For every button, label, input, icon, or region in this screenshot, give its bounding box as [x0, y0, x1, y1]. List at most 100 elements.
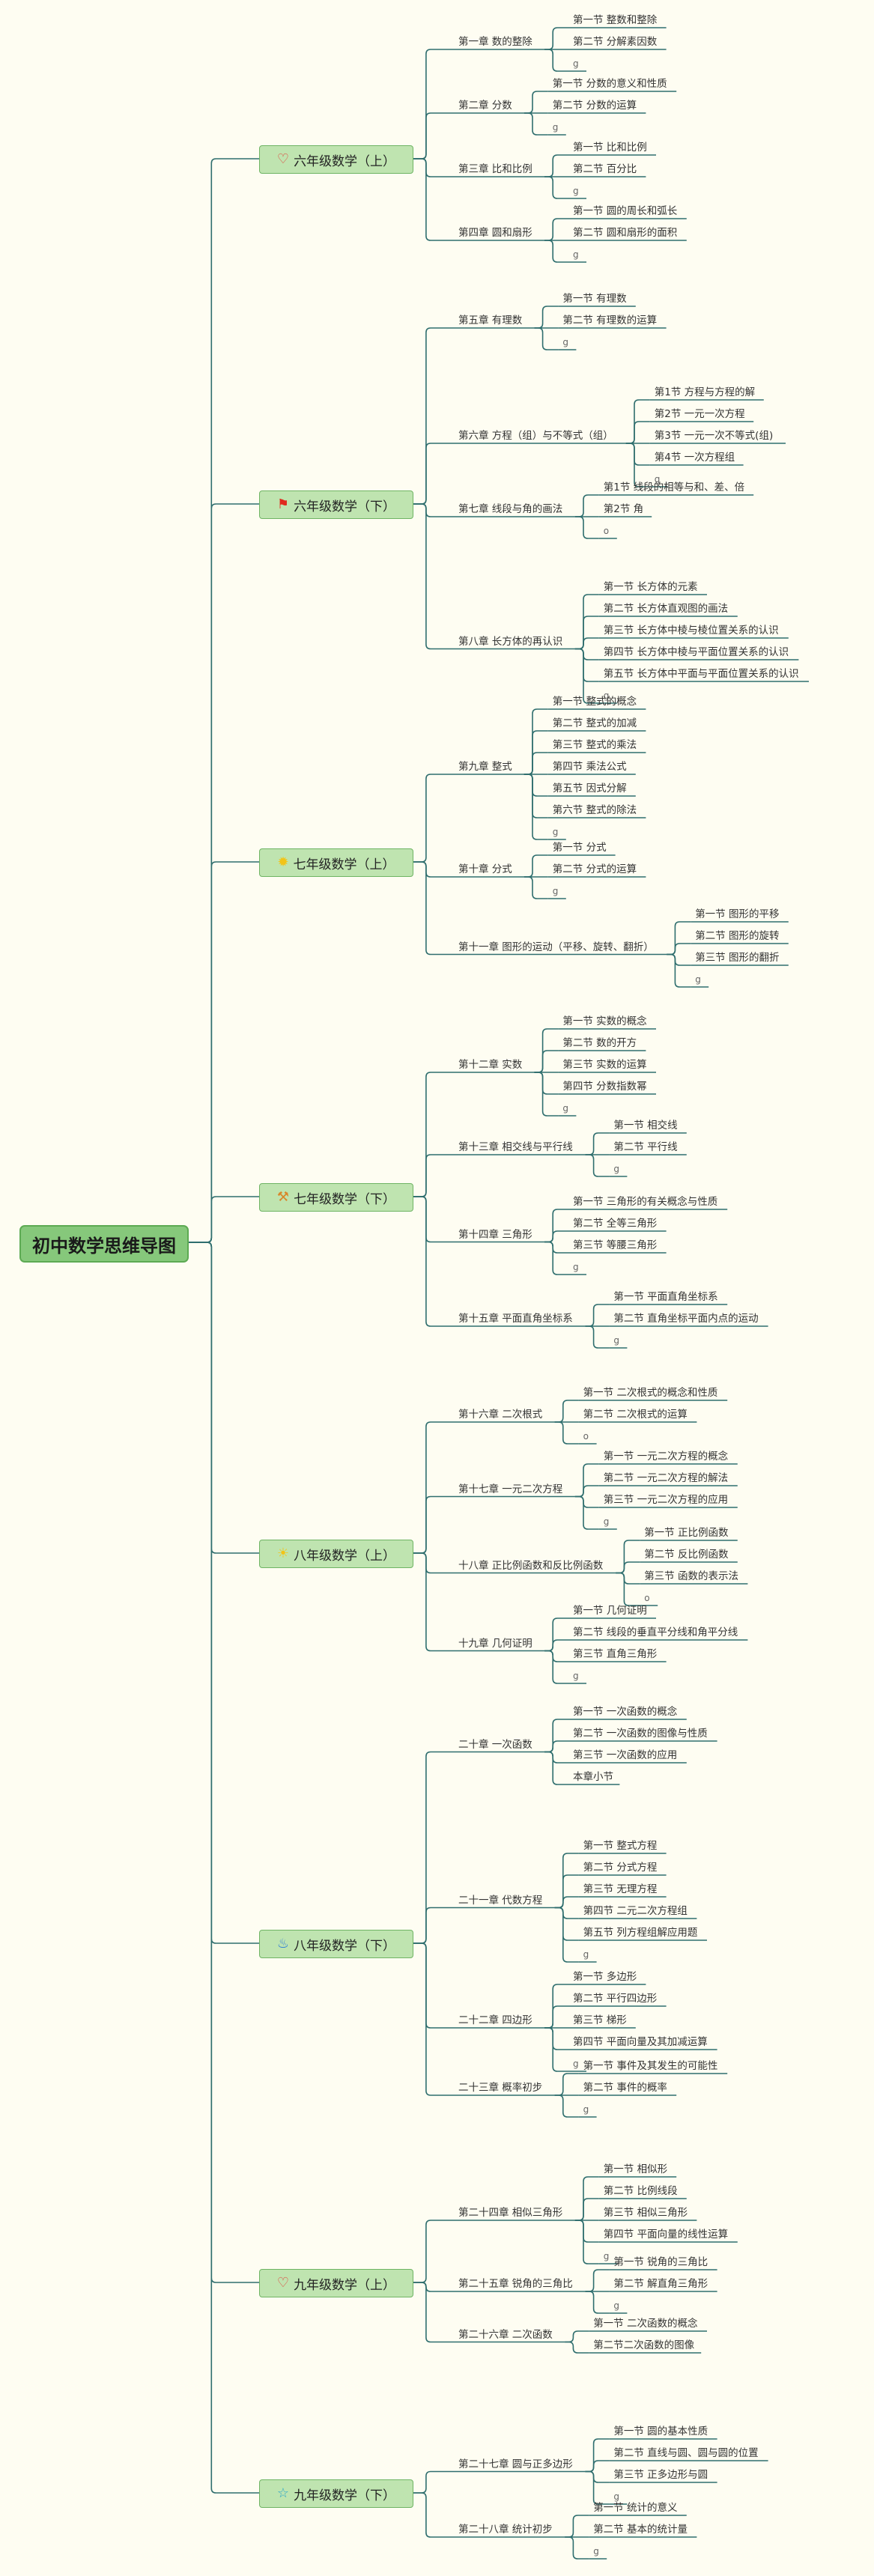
section-node[interactable]: 第一节 二次函数的概念 [593, 2318, 698, 2330]
section-node[interactable]: g [603, 2251, 610, 2261]
section-node[interactable]: g [603, 690, 610, 701]
section-node[interactable]: 第二节 一元二次方程的解法 [603, 1472, 729, 1484]
section-node[interactable]: 第一节 统计的意义 [593, 2502, 678, 2514]
section-node[interactable]: 第一节 相似形 [603, 2163, 668, 2175]
section-node[interactable]: 第三节 整式的乘法 [552, 739, 637, 751]
chapter-node[interactable]: 第七章 线段与角的画法 [458, 503, 563, 515]
section-node[interactable]: 第二节 有理数的运算 [562, 315, 658, 326]
section-node[interactable]: g [654, 474, 661, 484]
section-node[interactable]: g [613, 2491, 620, 2502]
section-node[interactable]: 第三节 一次函数的应用 [573, 1749, 678, 1761]
section-node[interactable]: 第1节 线段的相等与和、差、倍 [603, 482, 745, 493]
section-node[interactable]: 第五节 列方程组解应用题 [583, 1927, 698, 1939]
chapter-node[interactable]: 第十三章 相交线与平行线 [458, 1141, 573, 1153]
section-node[interactable]: 第二节 直角坐标平面内点的运动 [613, 1313, 759, 1325]
section-node[interactable]: 第一节 二次根式的概念和性质 [583, 1387, 718, 1399]
section-node[interactable]: 第五节 长方体中平面与平面位置关系的认识 [603, 668, 799, 680]
chapter-node[interactable]: 第八章 长方体的再认识 [458, 635, 563, 648]
section-node[interactable]: 第一节 事件及其发生的可能性 [583, 2060, 718, 2072]
grade-node[interactable]: ♨八年级数学（下） [259, 1930, 413, 1958]
chapter-node[interactable]: 第五章 有理数 [458, 315, 523, 326]
section-node[interactable]: g [552, 886, 559, 896]
chapter-node[interactable]: 二十一章 代数方程 [458, 1894, 543, 1907]
section-node[interactable]: 第三节 一元二次方程的应用 [603, 1494, 729, 1506]
chapter-node[interactable]: 第二十四章 相似三角形 [458, 2207, 563, 2219]
section-node[interactable]: 第二节 基本的统计量 [593, 2524, 688, 2536]
section-node[interactable]: g [695, 974, 701, 985]
grade-node[interactable]: ⚑六年级数学（下） [259, 490, 413, 519]
grade-node[interactable]: ♡九年级数学（上） [259, 2269, 413, 2297]
section-node[interactable]: 第一节 整式的概念 [552, 696, 637, 708]
section-node[interactable]: g [573, 58, 579, 69]
section-node[interactable]: 第2节 一元一次方程 [654, 408, 745, 420]
section-node[interactable]: 第一节 圆的周长和弧长 [573, 205, 678, 217]
section-node[interactable]: 第三节 相似三角形 [603, 2207, 688, 2219]
section-node[interactable]: 第三节 图形的翻折 [695, 952, 780, 964]
section-node[interactable]: 第一节 三角形的有关概念与性质 [573, 1196, 718, 1208]
section-node[interactable]: 第1节 方程与方程的解 [654, 386, 756, 398]
section-node[interactable]: 第三节 等腰三角形 [573, 1239, 658, 1251]
section-node[interactable]: 第二节 长方体直观图的画法 [603, 603, 729, 615]
section-node[interactable]: 第2节 角 [603, 503, 644, 515]
section-node[interactable]: g [573, 1671, 579, 1681]
section-node[interactable]: 第二节 解直角三角形 [613, 2278, 708, 2290]
root-node[interactable]: 初中数学思维导图 [19, 1225, 189, 1263]
section-node[interactable]: 第四节 平面向量及其加减运算 [573, 2036, 708, 2048]
chapter-node[interactable]: 第十四章 三角形 [458, 1228, 532, 1241]
section-node[interactable]: 第一节 图形的平移 [695, 908, 780, 920]
section-node[interactable]: g [613, 1164, 620, 1174]
section-node[interactable]: 第二节 分式的运算 [552, 863, 637, 875]
chapter-node[interactable]: 第三章 比和比例 [458, 163, 532, 175]
section-node[interactable]: 第二节 反比例函数 [644, 1549, 729, 1561]
section-node[interactable]: 第二节 分式方程 [583, 1862, 658, 1874]
section-node[interactable]: 第一节 锐角的三角比 [613, 2256, 708, 2268]
chapter-node[interactable]: 二十三章 概率初步 [458, 2082, 543, 2094]
section-node[interactable]: 第4节 一次方程组 [654, 452, 735, 464]
section-node[interactable]: g [603, 1516, 610, 1527]
section-node[interactable]: o [603, 526, 610, 536]
section-node[interactable]: g [613, 1335, 620, 1346]
section-node[interactable]: g [583, 2104, 589, 2115]
section-node[interactable]: 第三节 长方体中棱与棱位置关系的认识 [603, 625, 779, 637]
section-node[interactable]: 第三节 直角三角形 [573, 1648, 658, 1660]
chapter-node[interactable]: 第二章 分数 [458, 100, 512, 112]
section-node[interactable]: 第一节 实数的概念 [562, 1015, 647, 1027]
chapter-node[interactable]: 第二十五章 锐角的三角比 [458, 2278, 573, 2290]
section-node[interactable]: g [573, 2059, 579, 2069]
chapter-node[interactable]: 第十章 分式 [458, 863, 512, 875]
section-node[interactable]: 第一节 圆的基本性质 [613, 2425, 708, 2437]
chapter-node[interactable]: 二十二章 四边形 [458, 2014, 532, 2026]
section-node[interactable]: g [613, 2300, 620, 2311]
section-node[interactable]: 第二节 平行线 [613, 1141, 678, 1153]
section-node[interactable]: 第二节 二次根式的运算 [583, 1409, 688, 1421]
chapter-node[interactable]: 第十五章 平面直角坐标系 [458, 1313, 573, 1325]
chapter-node[interactable]: 第二十六章 二次函数 [458, 2328, 553, 2341]
section-node[interactable]: 第二节 百分比 [573, 163, 637, 175]
grade-node[interactable]: ☆九年级数学（下） [259, 2479, 413, 2508]
section-node[interactable]: 第一节 比和比例 [573, 142, 647, 154]
section-node[interactable]: 第二节 数的开方 [562, 1037, 637, 1049]
section-node[interactable]: g [573, 1262, 579, 1272]
section-node[interactable]: 第二节 平行四边形 [573, 1993, 658, 2005]
section-node[interactable]: 第四节 二元二次方程组 [583, 1905, 688, 1917]
section-node[interactable]: 本章小节 [573, 1771, 613, 1783]
section-node[interactable]: 第四节 平面向量的线性运算 [603, 2229, 729, 2241]
section-node[interactable]: 第一节 正比例函数 [644, 1527, 729, 1539]
section-node[interactable]: 第一节 平面直角坐标系 [613, 1291, 718, 1303]
section-node[interactable]: 第四节 分数指数幂 [562, 1081, 647, 1093]
section-node[interactable]: o [644, 1593, 650, 1603]
section-node[interactable]: 第三节 无理方程 [583, 1883, 658, 1895]
section-node[interactable]: 第四节 长方体中棱与平面位置关系的认识 [603, 646, 789, 658]
section-node[interactable]: 第二节二次函数的图像 [593, 2339, 695, 2351]
chapter-node[interactable]: 第十二章 实数 [458, 1059, 523, 1071]
section-node[interactable]: 第六节 整式的除法 [552, 804, 637, 816]
section-node[interactable]: 第一节 相交线 [613, 1120, 678, 1131]
section-node[interactable]: 第二节 线段的垂直平分线和角平分线 [573, 1626, 738, 1638]
chapter-node[interactable]: 第九章 整式 [458, 761, 512, 773]
section-node[interactable]: o [583, 1431, 589, 1442]
chapter-node[interactable]: 十九章 几何证明 [458, 1637, 532, 1650]
section-node[interactable]: 第一节 整式方程 [583, 1840, 658, 1852]
section-node[interactable]: 第二节 全等三角形 [573, 1218, 658, 1230]
section-node[interactable]: 第一节 有理数 [562, 293, 627, 305]
section-node[interactable]: 第二节 圆和扇形的面积 [573, 227, 678, 239]
